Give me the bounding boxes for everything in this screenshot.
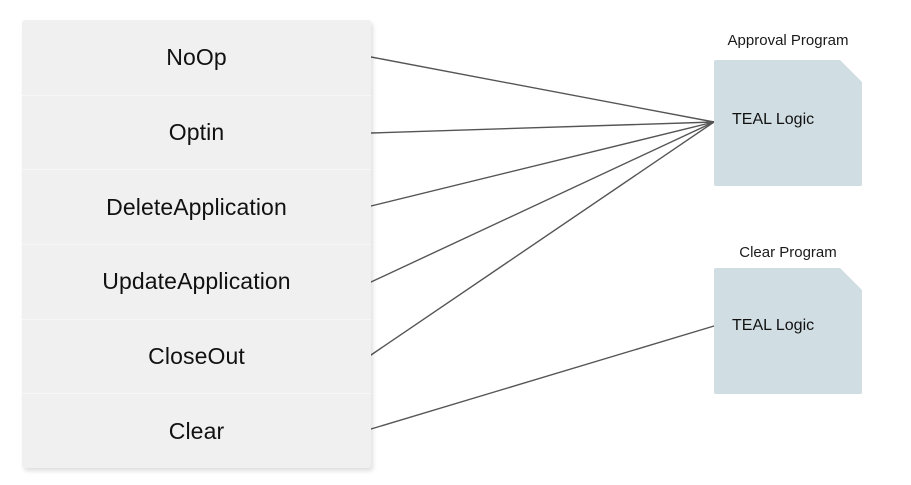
clear-program-document[interactable] — [714, 268, 862, 394]
list-item[interactable]: CloseOut — [22, 318, 371, 394]
approval-program-title: Approval Program — [727, 32, 849, 49]
list-item-label: Clear — [168, 417, 225, 444]
list-item[interactable]: NoOp — [22, 20, 371, 95]
list-item-label: DeleteApplication — [106, 193, 287, 220]
list-item-label: CloseOut — [148, 342, 245, 369]
list-item-label: NoOp — [166, 43, 227, 70]
connector-line — [370, 325, 715, 430]
clear-program-body-label: TEAL Logic — [732, 317, 815, 334]
list-item[interactable]: Optin — [22, 94, 371, 170]
clear-program-title: Clear Program — [739, 244, 837, 261]
connector-line — [370, 121, 715, 283]
connector-line — [370, 121, 715, 134]
list-item[interactable]: Clear — [22, 393, 371, 468]
oncomplete-list: NoOp Optin DeleteApplication UpdateAppli… — [22, 20, 371, 468]
list-item[interactable]: UpdateApplication — [22, 243, 371, 319]
approval-program-body-label: TEAL Logic — [732, 111, 815, 128]
approval-program-document[interactable] — [714, 60, 862, 186]
connector-line — [370, 121, 715, 356]
list-item-label: Optin — [168, 118, 225, 145]
list-item-label: UpdateApplication — [102, 268, 291, 295]
connector-line — [370, 121, 715, 207]
connector-line — [370, 56, 715, 123]
list-item[interactable]: DeleteApplication — [22, 169, 371, 244]
